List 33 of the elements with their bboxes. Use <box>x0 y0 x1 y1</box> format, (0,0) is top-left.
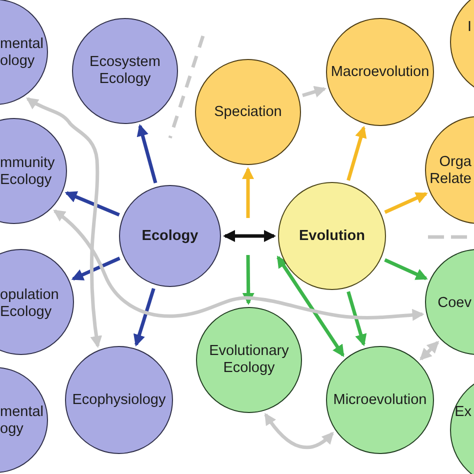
arrow <box>242 254 254 305</box>
node-label: mental ology <box>0 36 45 70</box>
arrow <box>242 167 254 218</box>
double-arrow <box>420 340 440 360</box>
arrow <box>302 86 326 98</box>
curved-double-arrow <box>53 209 424 321</box>
node-label: Coev <box>438 295 472 312</box>
node-label: Ex <box>454 404 472 421</box>
arrow <box>384 258 428 280</box>
node-label: opulation Ecology <box>0 286 60 320</box>
node-label: Microevolution <box>333 392 427 408</box>
arrow <box>346 291 367 346</box>
arrow <box>64 191 120 216</box>
node-label: Speciation <box>214 104 282 120</box>
node-label: Macroevolution <box>330 64 430 80</box>
node-label: Ecology <box>142 228 198 244</box>
node-label: Orga Relate <box>428 154 472 188</box>
arrow <box>384 192 428 214</box>
double-arrow <box>276 256 344 357</box>
node-label: Evolution <box>298 228 366 244</box>
arrow <box>136 124 158 184</box>
node-label: mmunity Ecology <box>0 154 56 188</box>
node-label: Ecophysiology <box>72 392 166 408</box>
node-label: Evolutionary Ecology <box>208 343 290 377</box>
node-label: Ecosystem Ecology <box>88 54 162 88</box>
double-arrow <box>223 230 276 242</box>
arrow <box>346 126 367 181</box>
node-label: mental ogy <box>0 404 45 438</box>
curved-double-arrow <box>264 412 334 450</box>
curved-double-arrow <box>26 97 102 348</box>
arrow <box>133 288 156 347</box>
node-label: I <box>467 19 472 36</box>
arrow <box>71 256 120 281</box>
